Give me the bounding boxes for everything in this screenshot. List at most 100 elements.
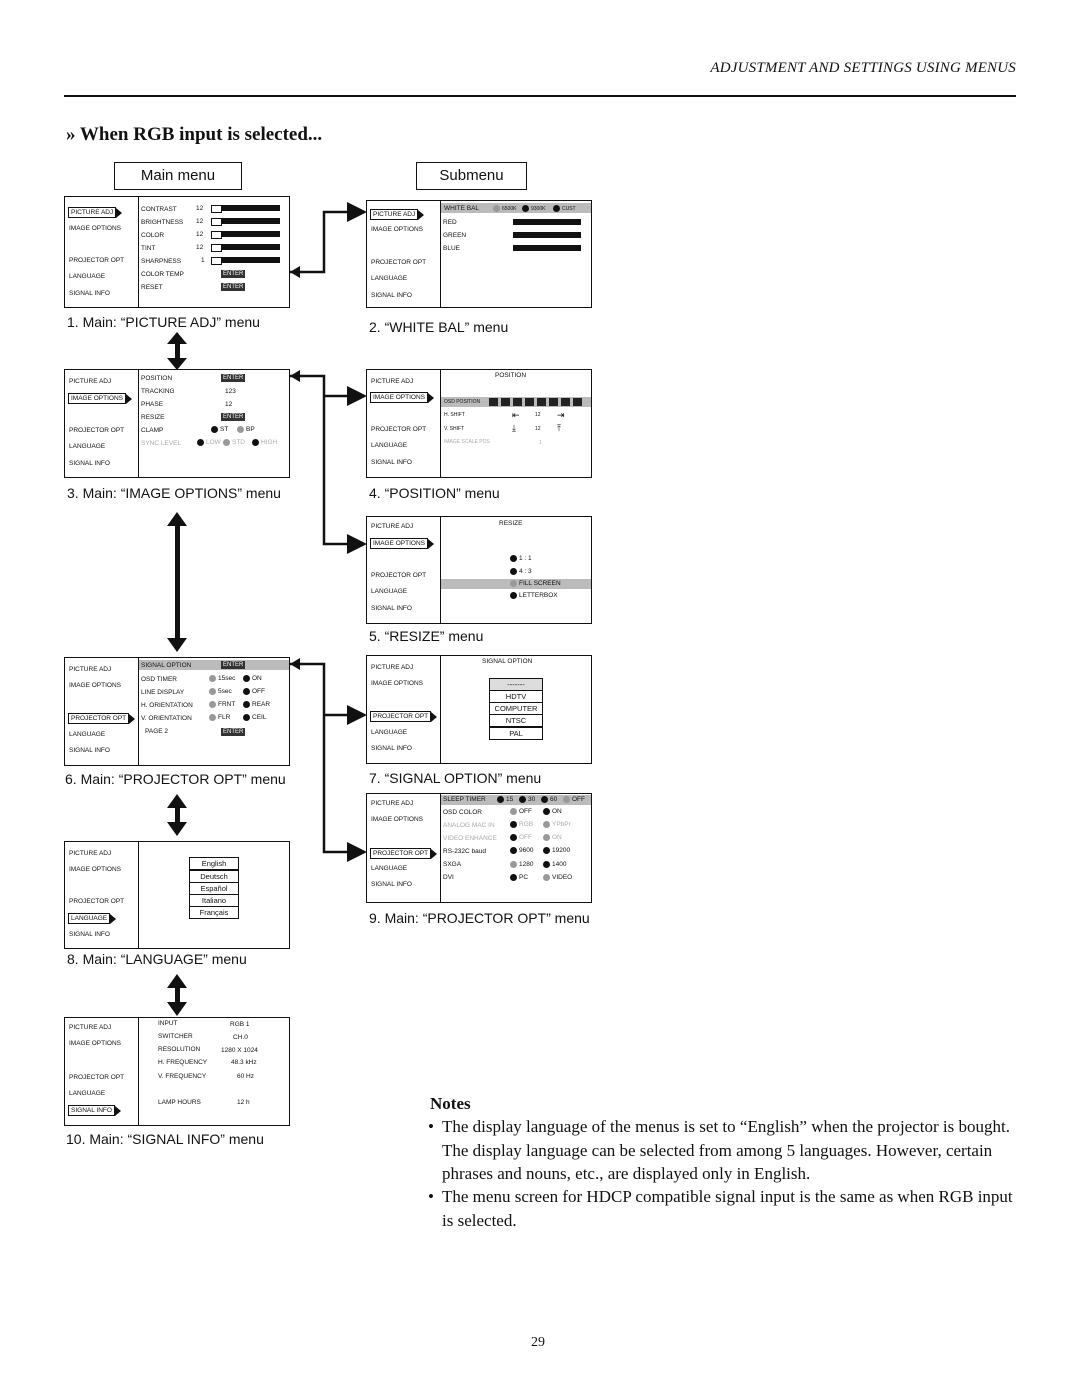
h-orientation-b-label: REAR	[252, 701, 271, 709]
side-signal-info[interactable]: SIGNAL INFO	[69, 931, 110, 938]
side-language[interactable]: LANGUAGE	[69, 1090, 106, 1097]
bullet-icon: •	[428, 1117, 434, 1136]
side-language[interactable]: LANGUAGE	[69, 731, 106, 738]
side-projector-opt[interactable]: PROJECTOR OPT	[370, 848, 438, 859]
side-signal-info[interactable]: SIGNAL INFO	[69, 747, 110, 754]
phase-label: PHASE	[141, 401, 164, 408]
tint-bar	[222, 244, 280, 250]
menu-sidebar: PICTURE ADJ IMAGE OPTIONS PROJECTOR OPT …	[65, 1018, 139, 1125]
white-bal-opt-9300: 9300K	[522, 205, 545, 212]
dvi-option-a: PC	[510, 874, 528, 881]
osd-position-icons	[489, 398, 585, 406]
side-picture-adj[interactable]: PICTURE ADJ	[69, 378, 112, 385]
side-image-options[interactable]: IMAGE OPTIONS	[69, 1040, 122, 1047]
opt-6500-label: 6500K	[502, 205, 517, 212]
contrast-value: 12	[196, 205, 204, 212]
side-image-options[interactable]: IMAGE OPTIONS	[371, 816, 424, 823]
radio-icon	[510, 555, 517, 562]
radio-icon	[243, 714, 250, 721]
side-language[interactable]: LANGUAGE	[371, 729, 408, 736]
side-image-options[interactable]: IMAGE OPTIONS	[68, 393, 133, 404]
side-language[interactable]: LANGUAGE	[69, 443, 106, 450]
side-image-options[interactable]: IMAGE OPTIONS	[69, 225, 122, 232]
position-menu: PICTURE ADJ IMAGE OPTIONS PROJECTOR OPT …	[366, 369, 592, 478]
radio-icon	[197, 439, 204, 446]
language-menu: PICTURE ADJ IMAGE OPTIONS PROJECTOR OPT …	[64, 841, 290, 949]
side-projector-opt[interactable]: PROJECTOR OPT	[69, 1074, 125, 1081]
side-picture-adj[interactable]: PICTURE ADJ	[69, 1024, 112, 1031]
side-projector-opt[interactable]: PROJECTOR OPT	[69, 257, 125, 264]
side-signal-info[interactable]: SIGNAL INFO	[371, 881, 412, 888]
enter-button[interactable]: ENTER	[221, 728, 246, 736]
side-image-options[interactable]: IMAGE OPTIONS	[371, 226, 424, 233]
side-signal-info[interactable]: SIGNAL INFO	[371, 745, 412, 752]
radio-icon	[541, 796, 548, 803]
clamp-st-label: ST	[220, 426, 229, 434]
side-language[interactable]: LANGUAGE	[371, 442, 408, 449]
lang-francais[interactable]: Français	[189, 906, 239, 919]
caption-8: 8. Main: “LANGUAGE” menu	[67, 951, 247, 967]
side-signal-info[interactable]: SIGNAL INFO	[371, 292, 412, 299]
resize-letterbox-label: LETTERBOX	[519, 592, 558, 600]
enter-button[interactable]: ENTER	[221, 413, 246, 421]
side-picture-adj[interactable]: PICTURE ADJ	[371, 800, 414, 807]
analog-label: ANALOG MAC IN	[443, 822, 495, 829]
section-title: » When RGB input is selected...	[66, 124, 323, 145]
signal-option-hdtv[interactable]: HDTV	[489, 690, 543, 703]
arrow-down-icon: ⤓	[512, 423, 516, 433]
side-projector-opt[interactable]: PROJECTOR OPT	[69, 427, 125, 434]
side-picture-adj[interactable]: PICTURE ADJ	[69, 666, 112, 673]
rs232c-label: RS-232C baud	[443, 848, 486, 855]
side-language[interactable]: LANGUAGE	[371, 588, 408, 595]
lang-english[interactable]: English	[189, 857, 239, 870]
line-display-b-label: OFF	[252, 688, 265, 696]
v-frequency-label: V. FREQUENCY	[158, 1073, 207, 1080]
side-language[interactable]: LANGUAGE	[371, 865, 408, 872]
sharpness-label: SHARPNESS	[141, 258, 182, 265]
side-picture-adj[interactable]: PICTURE ADJ	[371, 523, 414, 530]
side-signal-info[interactable]: SIGNAL INFO	[69, 290, 110, 297]
signal-option-pal[interactable]: PAL	[489, 727, 543, 740]
enter-button[interactable]: ENTER	[221, 283, 246, 291]
side-language[interactable]: LANGUAGE	[68, 913, 117, 924]
side-picture-adj[interactable]: PICTURE ADJ	[371, 378, 414, 385]
side-image-options[interactable]: IMAGE OPTIONS	[370, 392, 435, 403]
picture-adj-menu: PICTURE ADJ IMAGE OPTIONS PROJECTOR OPT …	[64, 196, 290, 308]
side-image-options[interactable]: IMAGE OPTIONS	[69, 866, 122, 873]
radio-icon	[519, 796, 526, 803]
side-language[interactable]: LANGUAGE	[69, 273, 106, 280]
side-picture-adj[interactable]: PICTURE ADJ	[69, 850, 112, 857]
h-orientation-option-b: REAR	[243, 701, 270, 708]
color-temp-label: COLOR TEMP	[141, 271, 184, 278]
side-language[interactable]: LANGUAGE	[371, 275, 408, 282]
radio-icon	[522, 205, 529, 212]
side-image-options[interactable]: IMAGE OPTIONS	[371, 680, 424, 687]
side-image-options[interactable]: IMAGE OPTIONS	[69, 682, 122, 689]
side-projector-opt[interactable]: PROJECTOR OPT	[68, 713, 136, 724]
side-signal-info[interactable]: SIGNAL INFO	[69, 460, 110, 467]
side-projector-opt[interactable]: PROJECTOR OPT	[370, 711, 438, 722]
sleep-timer-label: SLEEP TIMER	[443, 796, 486, 803]
v-shift-value: 12	[535, 426, 541, 432]
signal-option-ntsc[interactable]: NTSC	[489, 714, 543, 727]
sxga-option-a: 1280	[510, 861, 533, 868]
side-image-options[interactable]: IMAGE OPTIONS	[370, 538, 435, 549]
side-picture-adj[interactable]: PICTURE ADJ	[370, 209, 425, 220]
enter-button[interactable]: ENTER	[221, 661, 246, 669]
menu-sidebar: PICTURE ADJ IMAGE OPTIONS PROJECTOR OPT …	[65, 842, 139, 948]
side-picture-adj[interactable]: PICTURE ADJ	[371, 664, 414, 671]
white-bal-header-bar	[441, 203, 591, 213]
enter-button[interactable]: ENTER	[221, 374, 246, 382]
side-picture-adj[interactable]: PICTURE ADJ	[68, 207, 123, 218]
white-bal-opt-cust: CUST	[553, 205, 576, 212]
side-signal-info[interactable]: SIGNAL INFO	[68, 1105, 121, 1116]
dvi-option-b: VIDEO	[543, 874, 572, 881]
side-signal-info[interactable]: SIGNAL INFO	[371, 459, 412, 466]
side-projector-opt[interactable]: PROJECTOR OPT	[371, 572, 427, 579]
side-signal-info[interactable]: SIGNAL INFO	[371, 605, 412, 612]
enter-button[interactable]: ENTER	[221, 270, 246, 278]
side-projector-opt[interactable]: PROJECTOR OPT	[69, 898, 125, 905]
side-projector-opt[interactable]: PROJECTOR OPT	[371, 259, 427, 266]
side-projector-opt[interactable]: PROJECTOR OPT	[371, 426, 427, 433]
menu-sidebar: PICTURE ADJ IMAGE OPTIONS PROJECTOR OPT …	[367, 517, 441, 623]
